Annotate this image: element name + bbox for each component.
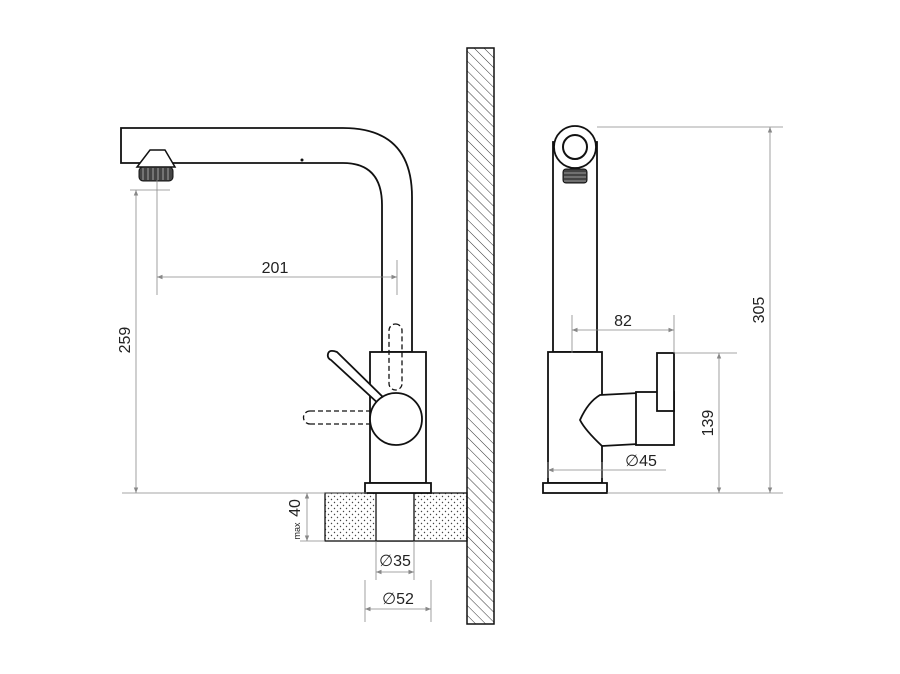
countertop-section: [324, 492, 468, 542]
lever-handle: [326, 349, 388, 408]
dim-overall-height: 305: [751, 297, 768, 324]
lever-hub: [369, 392, 423, 446]
dim-counter-max-label: max: [292, 522, 302, 540]
base-flange: [364, 482, 432, 494]
dim-spout-reach: 201: [262, 260, 289, 277]
dim-spout-height: 259: [117, 327, 134, 354]
dim-lever-depth: 82: [614, 313, 632, 330]
dimension-lines: [122, 126, 783, 622]
dim-counter-max-value: 40: [287, 499, 304, 517]
faucet-side-view: [542, 125, 675, 494]
wall-section: [466, 47, 495, 625]
dim-body-diameter: ∅45: [625, 453, 657, 470]
dim-lever-height: 139: [700, 410, 717, 437]
dim-hole-diameter: ∅35: [379, 553, 411, 570]
faucet-front-view: [120, 127, 432, 494]
dim-base-diameter: ∅52: [382, 591, 414, 608]
